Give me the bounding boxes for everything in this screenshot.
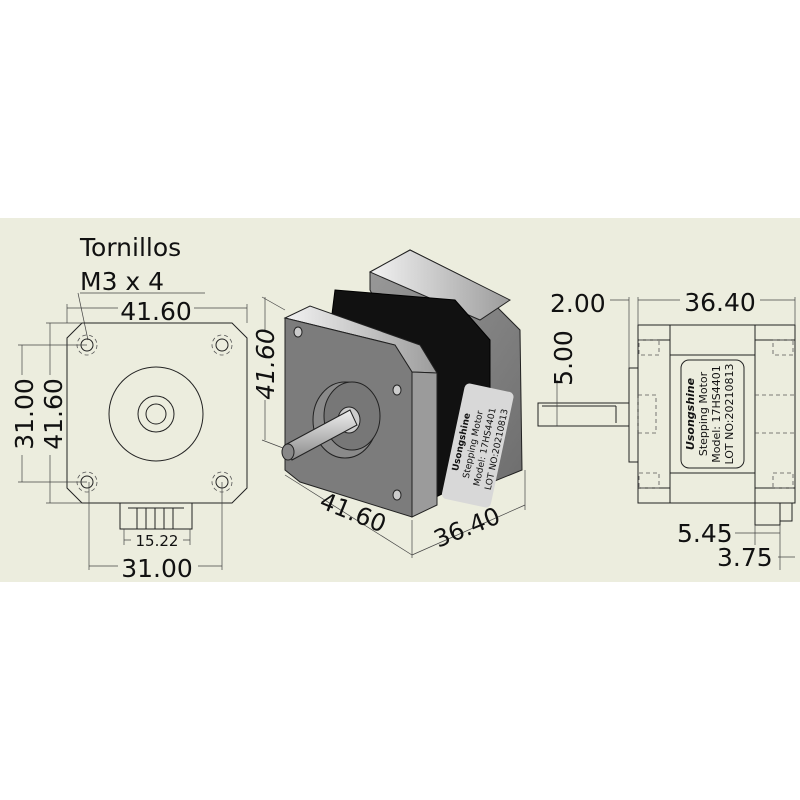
screw-note-line2: M3 x 4 xyxy=(80,267,164,296)
side-label-frame xyxy=(680,359,745,469)
side-label-lot: LOT NO:20210813 xyxy=(723,364,736,465)
side-view: Usongshine Stepping Motor Model: 17HS440… xyxy=(537,286,796,572)
side-shaft xyxy=(537,402,630,427)
side-label-model: Model: 17HS4401 xyxy=(710,365,723,462)
mounting-holes xyxy=(76,334,233,493)
side-motor-label: Usongshine Stepping Motor Model: 17HS440… xyxy=(684,364,736,465)
dim-connector-width: 15.22 xyxy=(136,532,179,550)
side-dim-shaft: 5.00 xyxy=(549,330,578,386)
dim-hole-spacing-horizontal: 31.00 xyxy=(121,554,193,583)
iso-motor-label: Usongshine Stepping Motor Model: 17HS440… xyxy=(441,383,514,508)
dim-hole-spacing-vertical: 31.00 xyxy=(10,378,39,450)
side-dim-length: 36.40 xyxy=(684,288,756,317)
side-dim-connector-b: 3.75 xyxy=(717,543,773,572)
side-dim-connector-a: 5.45 xyxy=(677,519,733,548)
shaft-end xyxy=(145,403,167,425)
iso-dim-height: 41.60 xyxy=(251,328,280,400)
side-dim-flange: 2.00 xyxy=(550,289,606,318)
dim-front-height: 41.60 xyxy=(39,378,68,450)
side-label-brand: Usongshine xyxy=(684,377,697,450)
screw-note-line1: Tornillos xyxy=(79,233,181,262)
dim-front-width: 41.60 xyxy=(120,297,192,326)
front-plate-outline xyxy=(66,322,248,504)
boss-circle xyxy=(108,366,204,462)
connector-front xyxy=(119,502,193,530)
isometric-view: Usongshine Stepping Motor Model: 17HS440… xyxy=(251,249,526,558)
side-label-type: Stepping Motor xyxy=(697,371,710,456)
front-view: Tornillos M3 x 4 41.60 31.00 41.60 xyxy=(8,233,248,583)
